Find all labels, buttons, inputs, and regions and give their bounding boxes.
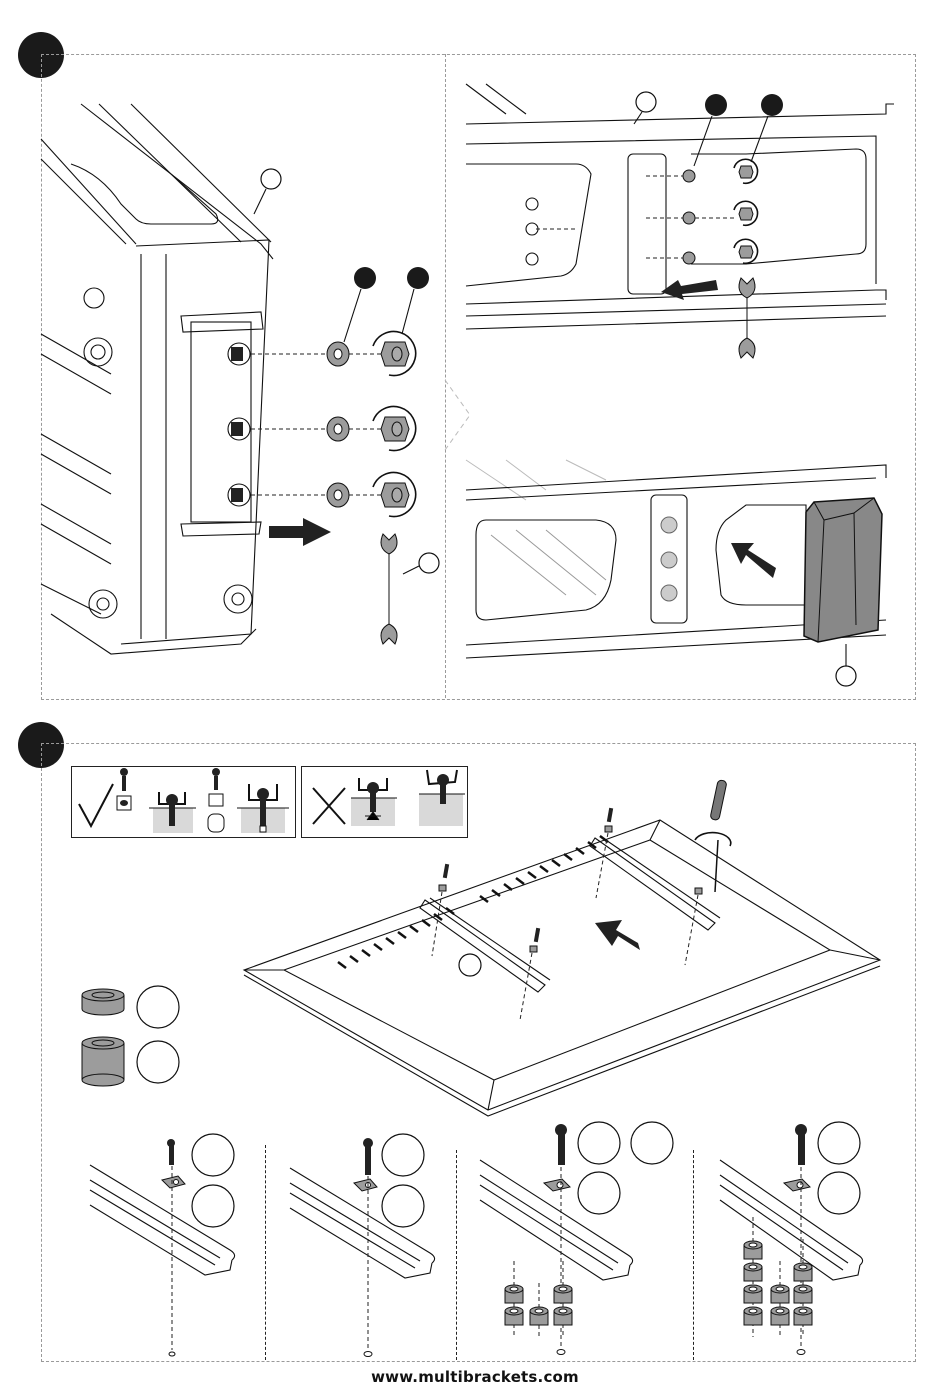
arrow-up-left-icon <box>731 543 776 578</box>
spacer-stacks <box>504 1261 573 1337</box>
step-1-divider <box>445 54 446 698</box>
vesa-slots <box>337 835 609 969</box>
bolts <box>227 342 381 507</box>
spacer-icon <box>743 1306 763 1326</box>
spacer-icon <box>553 1306 573 1326</box>
spacer-icon <box>529 1306 549 1326</box>
spacer-icon <box>553 1284 573 1304</box>
spacer-icon <box>770 1284 790 1304</box>
screwdriver-icon <box>694 779 732 893</box>
bracket-side-illustration <box>40 103 440 655</box>
step-2-frame <box>41 743 916 1362</box>
short-spacer-icon <box>81 988 125 1016</box>
rail-nuts <box>733 158 759 265</box>
end-cap <box>803 497 883 643</box>
tv-back-illustration <box>242 779 882 1117</box>
washers <box>326 341 350 508</box>
rail-cap-illustration <box>465 459 887 687</box>
step-1-frame <box>41 54 916 700</box>
spacer-icon <box>504 1284 524 1304</box>
mount-rail-right <box>589 835 721 931</box>
spacer-icon <box>793 1284 813 1304</box>
arrow-up-left-icon <box>595 920 640 950</box>
rail-bolts <box>646 169 736 265</box>
nuts-with-rotation <box>372 330 417 518</box>
spacer-icon <box>770 1306 790 1326</box>
wrench-icon <box>380 533 398 645</box>
spacer-icon <box>793 1306 813 1326</box>
footer-url[interactable]: www.multibrackets.com <box>371 1368 579 1386</box>
screw-too-long-icon <box>351 778 397 826</box>
screw-with-spacer-icon <box>207 768 225 833</box>
spacer-icon <box>504 1306 524 1326</box>
variant-3-illustration <box>479 1121 674 1355</box>
screws <box>431 807 703 1021</box>
legend-correct <box>78 768 289 833</box>
wrench-icon <box>738 277 756 359</box>
variant-divider-2 <box>456 1150 457 1360</box>
spacers-legend <box>81 985 180 1087</box>
long-spacer-icon <box>81 1036 125 1087</box>
rail-callouts <box>633 91 783 167</box>
screw-correct-depth-icon <box>149 792 196 833</box>
mount-rail-left <box>419 897 551 993</box>
spacer-icon <box>743 1262 763 1282</box>
arrow-right-icon <box>269 518 331 546</box>
bracket-arm <box>40 103 274 655</box>
screw-correct-length-icon <box>237 784 289 833</box>
arrow-left-icon <box>661 280 718 300</box>
legend-incorrect <box>312 769 465 826</box>
screw-too-short-icon <box>419 769 465 826</box>
spacer-stacks <box>743 1217 813 1337</box>
spacer-icon <box>743 1284 763 1304</box>
checkmark-icon <box>78 783 114 829</box>
variant-divider-3 <box>693 1150 694 1360</box>
cross-icon <box>312 787 346 825</box>
variant-2-illustration <box>289 1133 436 1357</box>
variant-4-illustration <box>719 1121 864 1355</box>
spacer-icon <box>743 1240 763 1260</box>
screw-with-washer-icon <box>116 768 132 811</box>
spacer-icon <box>793 1262 813 1282</box>
callouts <box>253 168 440 575</box>
rail-top-illustration <box>465 83 894 359</box>
variant-1-illustration <box>89 1133 236 1357</box>
variant-divider-1 <box>265 1145 266 1360</box>
